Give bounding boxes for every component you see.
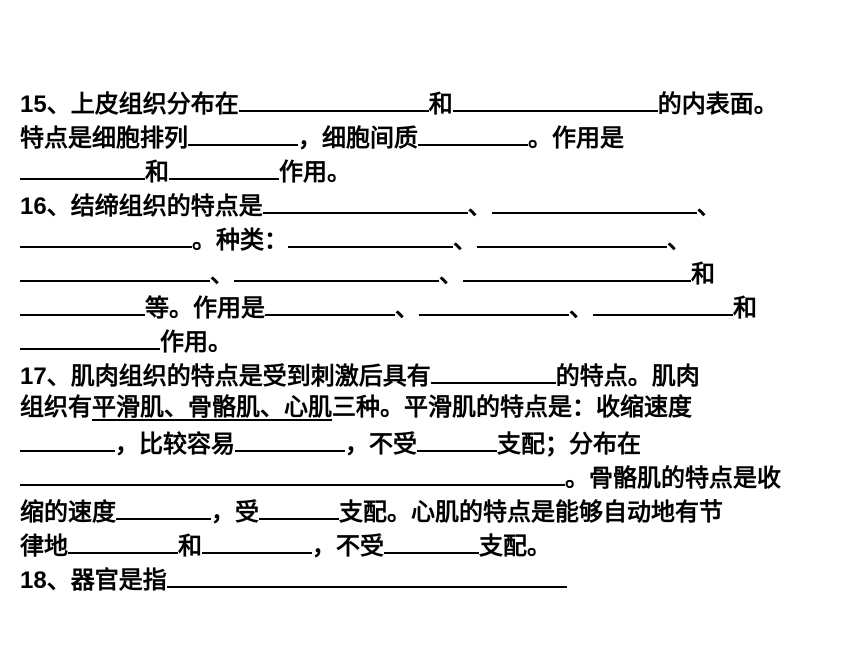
blank[interactable]	[116, 492, 211, 520]
q17-line-4: 。骨骼肌的特点是收	[20, 458, 850, 492]
q17-line-5: 缩的速度 ，受 支配。心肌的特点是能够自动地有节	[20, 492, 850, 526]
q16-text: 作用。	[160, 328, 232, 356]
q16-line-2: 。种类： 、 、	[20, 220, 850, 254]
q15-text: 特点是细胞排列	[20, 124, 188, 152]
q17-text: 律地	[20, 532, 68, 560]
q15-text: 、上皮组织分布在	[46, 90, 239, 118]
blank[interactable]	[166, 560, 567, 588]
q16-text: 、	[210, 260, 234, 288]
q16-text: 。种类：	[192, 226, 288, 254]
q17-line-6: 律地 和 ，不受 支配。	[20, 526, 850, 560]
blank[interactable]	[20, 220, 192, 248]
q17-text: ，受	[211, 498, 259, 526]
q18-text: 、器官是指	[46, 566, 167, 594]
blank[interactable]	[265, 288, 395, 316]
blank[interactable]	[417, 424, 497, 452]
q16-text: 、	[696, 192, 721, 220]
blank[interactable]	[430, 356, 556, 384]
q16-line-4: 等。作用是 、 、 和	[20, 288, 850, 322]
q17-text: 缩的速度	[20, 498, 116, 526]
blank[interactable]	[234, 254, 439, 282]
q16-text: 、结缔组织的特点是	[46, 192, 263, 220]
q16-text: 、	[453, 226, 477, 254]
blank[interactable]	[418, 118, 528, 146]
blank[interactable]	[452, 84, 658, 112]
blank[interactable]	[384, 526, 479, 554]
q17-text: 支配。	[479, 532, 551, 560]
blank[interactable]	[288, 220, 453, 248]
blank[interactable]	[68, 526, 178, 554]
question-number-18: 18	[20, 567, 47, 594]
question-number-17: 17	[20, 363, 47, 390]
blank[interactable]	[169, 152, 279, 180]
underlined-muscle-types: 平滑肌、骨骼肌、心肌	[92, 393, 332, 421]
blank[interactable]	[491, 186, 697, 214]
q17-line-2: 组织有平滑肌、骨骼肌、心肌三种。平滑肌的特点是：收缩速度	[20, 390, 850, 424]
worksheet: 15、上皮组织分布在和的内表面。 特点是细胞排列，细胞间质。作用是 和作用。 1…	[20, 84, 850, 594]
q17-line-1: 17、肌肉组织的特点是受到刺激后具有 的特点。肌肉	[20, 356, 850, 390]
q15-text: 。作用是	[528, 124, 624, 152]
q17-text: ，不受	[345, 430, 417, 458]
q17-text: 、肌肉组织的特点是受到刺激后具有	[46, 362, 431, 390]
q16-text: 、	[467, 192, 492, 220]
q15-line-2: 特点是细胞排列 ，细胞间质 。作用是	[20, 118, 850, 152]
blank[interactable]	[20, 424, 115, 452]
question-number-16: 16	[20, 193, 47, 220]
blank[interactable]	[202, 526, 312, 554]
q16-line-1: 16、结缔组织的特点是 、 、	[20, 186, 850, 220]
blank[interactable]	[262, 186, 468, 214]
q17-text: 支配。心肌的特点是能够自动地有节	[339, 498, 723, 526]
q16-text: 、	[439, 260, 463, 288]
q17-text: ，不受	[312, 532, 384, 560]
blank[interactable]	[259, 492, 339, 520]
q16-line-5: 作用。	[20, 322, 850, 356]
q15-text: 和	[145, 158, 169, 186]
blank[interactable]	[238, 84, 429, 112]
blank[interactable]	[419, 288, 569, 316]
q16-text: 、	[395, 294, 419, 322]
q16-text: 、	[569, 294, 593, 322]
q17-text: ，比较容易	[115, 430, 235, 458]
blank[interactable]	[20, 152, 145, 180]
q16-text: 和	[691, 260, 715, 288]
q18-line-1: 18、器官是指	[20, 560, 850, 594]
q17-text: 组织有	[20, 393, 92, 421]
blank[interactable]	[20, 254, 210, 282]
q17-text: 支配；分布在	[497, 430, 641, 458]
q15-line-1: 15、上皮组织分布在 和 的内表面。	[20, 84, 850, 118]
q17-text: 和	[178, 532, 202, 560]
blank[interactable]	[20, 322, 160, 350]
blank[interactable]	[477, 220, 667, 248]
q16-line-3: 、 、 和	[20, 254, 850, 288]
q15-text: 的内表面。	[657, 90, 778, 118]
q16-text: 、	[667, 226, 691, 254]
blank[interactable]	[593, 288, 733, 316]
q16-text: 和	[733, 294, 757, 322]
q17-line-3: ，比较容易 ，不受 支配；分布在	[20, 424, 850, 458]
blank[interactable]	[235, 424, 345, 452]
blank[interactable]	[463, 254, 691, 282]
q16-text: 等。作用是	[145, 294, 265, 322]
blank[interactable]	[188, 118, 298, 146]
blank[interactable]	[20, 458, 565, 486]
blank[interactable]	[20, 288, 145, 316]
q17-text: 的特点。肌肉	[555, 362, 700, 390]
q17-text: 三种。平滑肌的特点是：收缩速度	[332, 393, 692, 421]
q15-text: 作用。	[279, 158, 351, 186]
q15-text: 和	[428, 90, 453, 118]
q15-line-3: 和 作用。	[20, 152, 850, 186]
q17-text: 。骨骼肌的特点是收	[565, 464, 781, 492]
question-number-15: 15	[20, 91, 47, 118]
q15-text: ，细胞间质	[298, 124, 418, 152]
